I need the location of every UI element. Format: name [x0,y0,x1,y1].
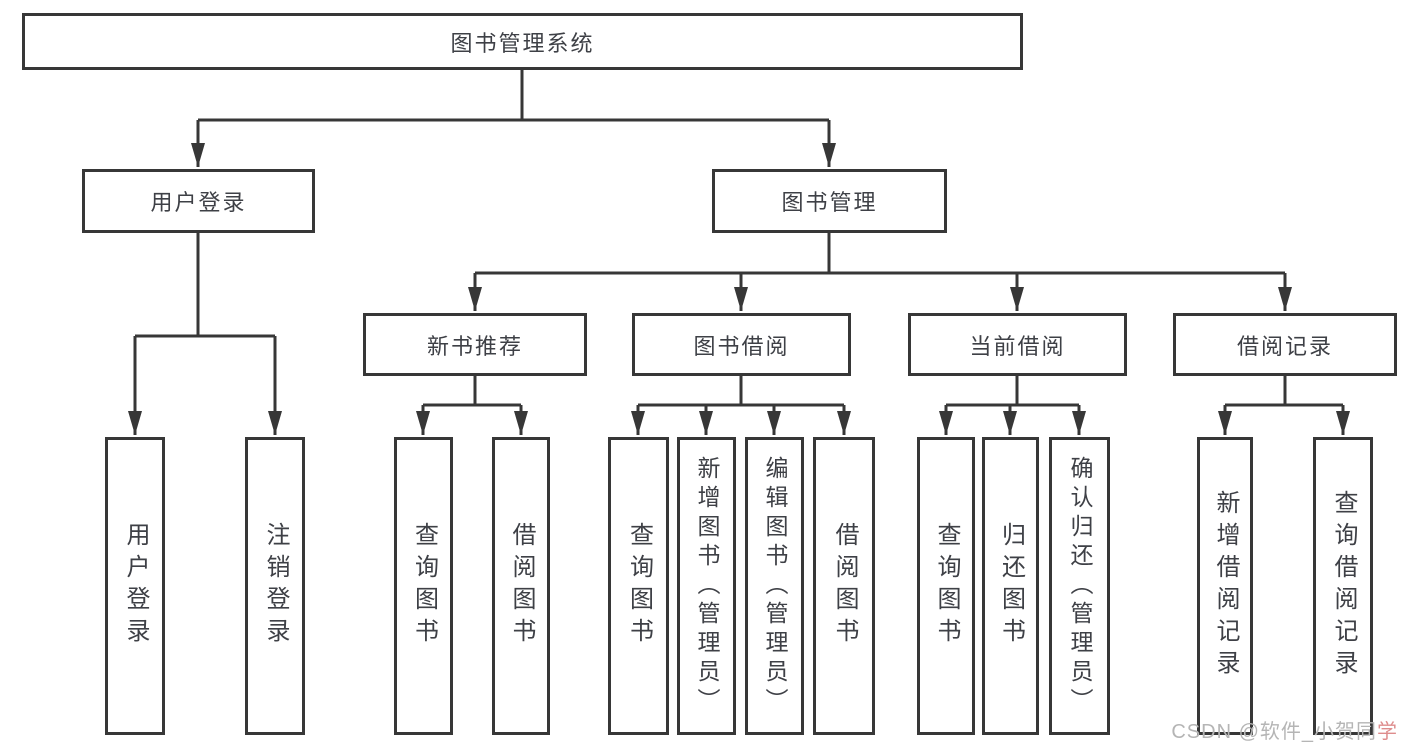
watermark-main: CSDN @软件_小贺同 [1171,721,1377,743]
leaf-query-books-1: 查询图书 [394,437,453,735]
node-current-borrowing: 当前借阅 [908,313,1127,376]
leaf-borrow-books-1: 借阅图书 [492,437,550,735]
watermark: CSDN @软件_小贺同学 [1171,715,1398,744]
leaf-add-borrow-record: 新增借阅记录 [1197,437,1253,735]
leaf-query-books-2: 查询图书 [608,437,669,735]
leaf-logout: 注销登录 [245,437,305,735]
node-borrowing-records: 借阅记录 [1173,313,1397,376]
node-book-management: 图书管理 [712,169,947,233]
node-new-book-recommendation: 新书推荐 [363,313,587,376]
leaf-borrow-books-2: 借阅图书 [813,437,875,735]
leaf-edit-books-admin: 编辑图书（管理员） [745,437,804,735]
leaf-user-login: 用户登录 [105,437,165,735]
node-book-borrowing: 图书借阅 [632,313,851,376]
leaf-confirm-return-admin: 确认归还（管理员） [1049,437,1110,735]
leaf-query-borrow-record: 查询借阅记录 [1313,437,1373,735]
leaf-return-books: 归还图书 [982,437,1039,735]
leaf-add-books-admin: 新增图书（管理员） [677,437,736,735]
watermark-accent: 学 [1377,721,1398,743]
leaf-query-books-3: 查询图书 [917,437,975,735]
node-user-login: 用户登录 [82,169,315,233]
node-library-management-system: 图书管理系统 [22,13,1023,70]
